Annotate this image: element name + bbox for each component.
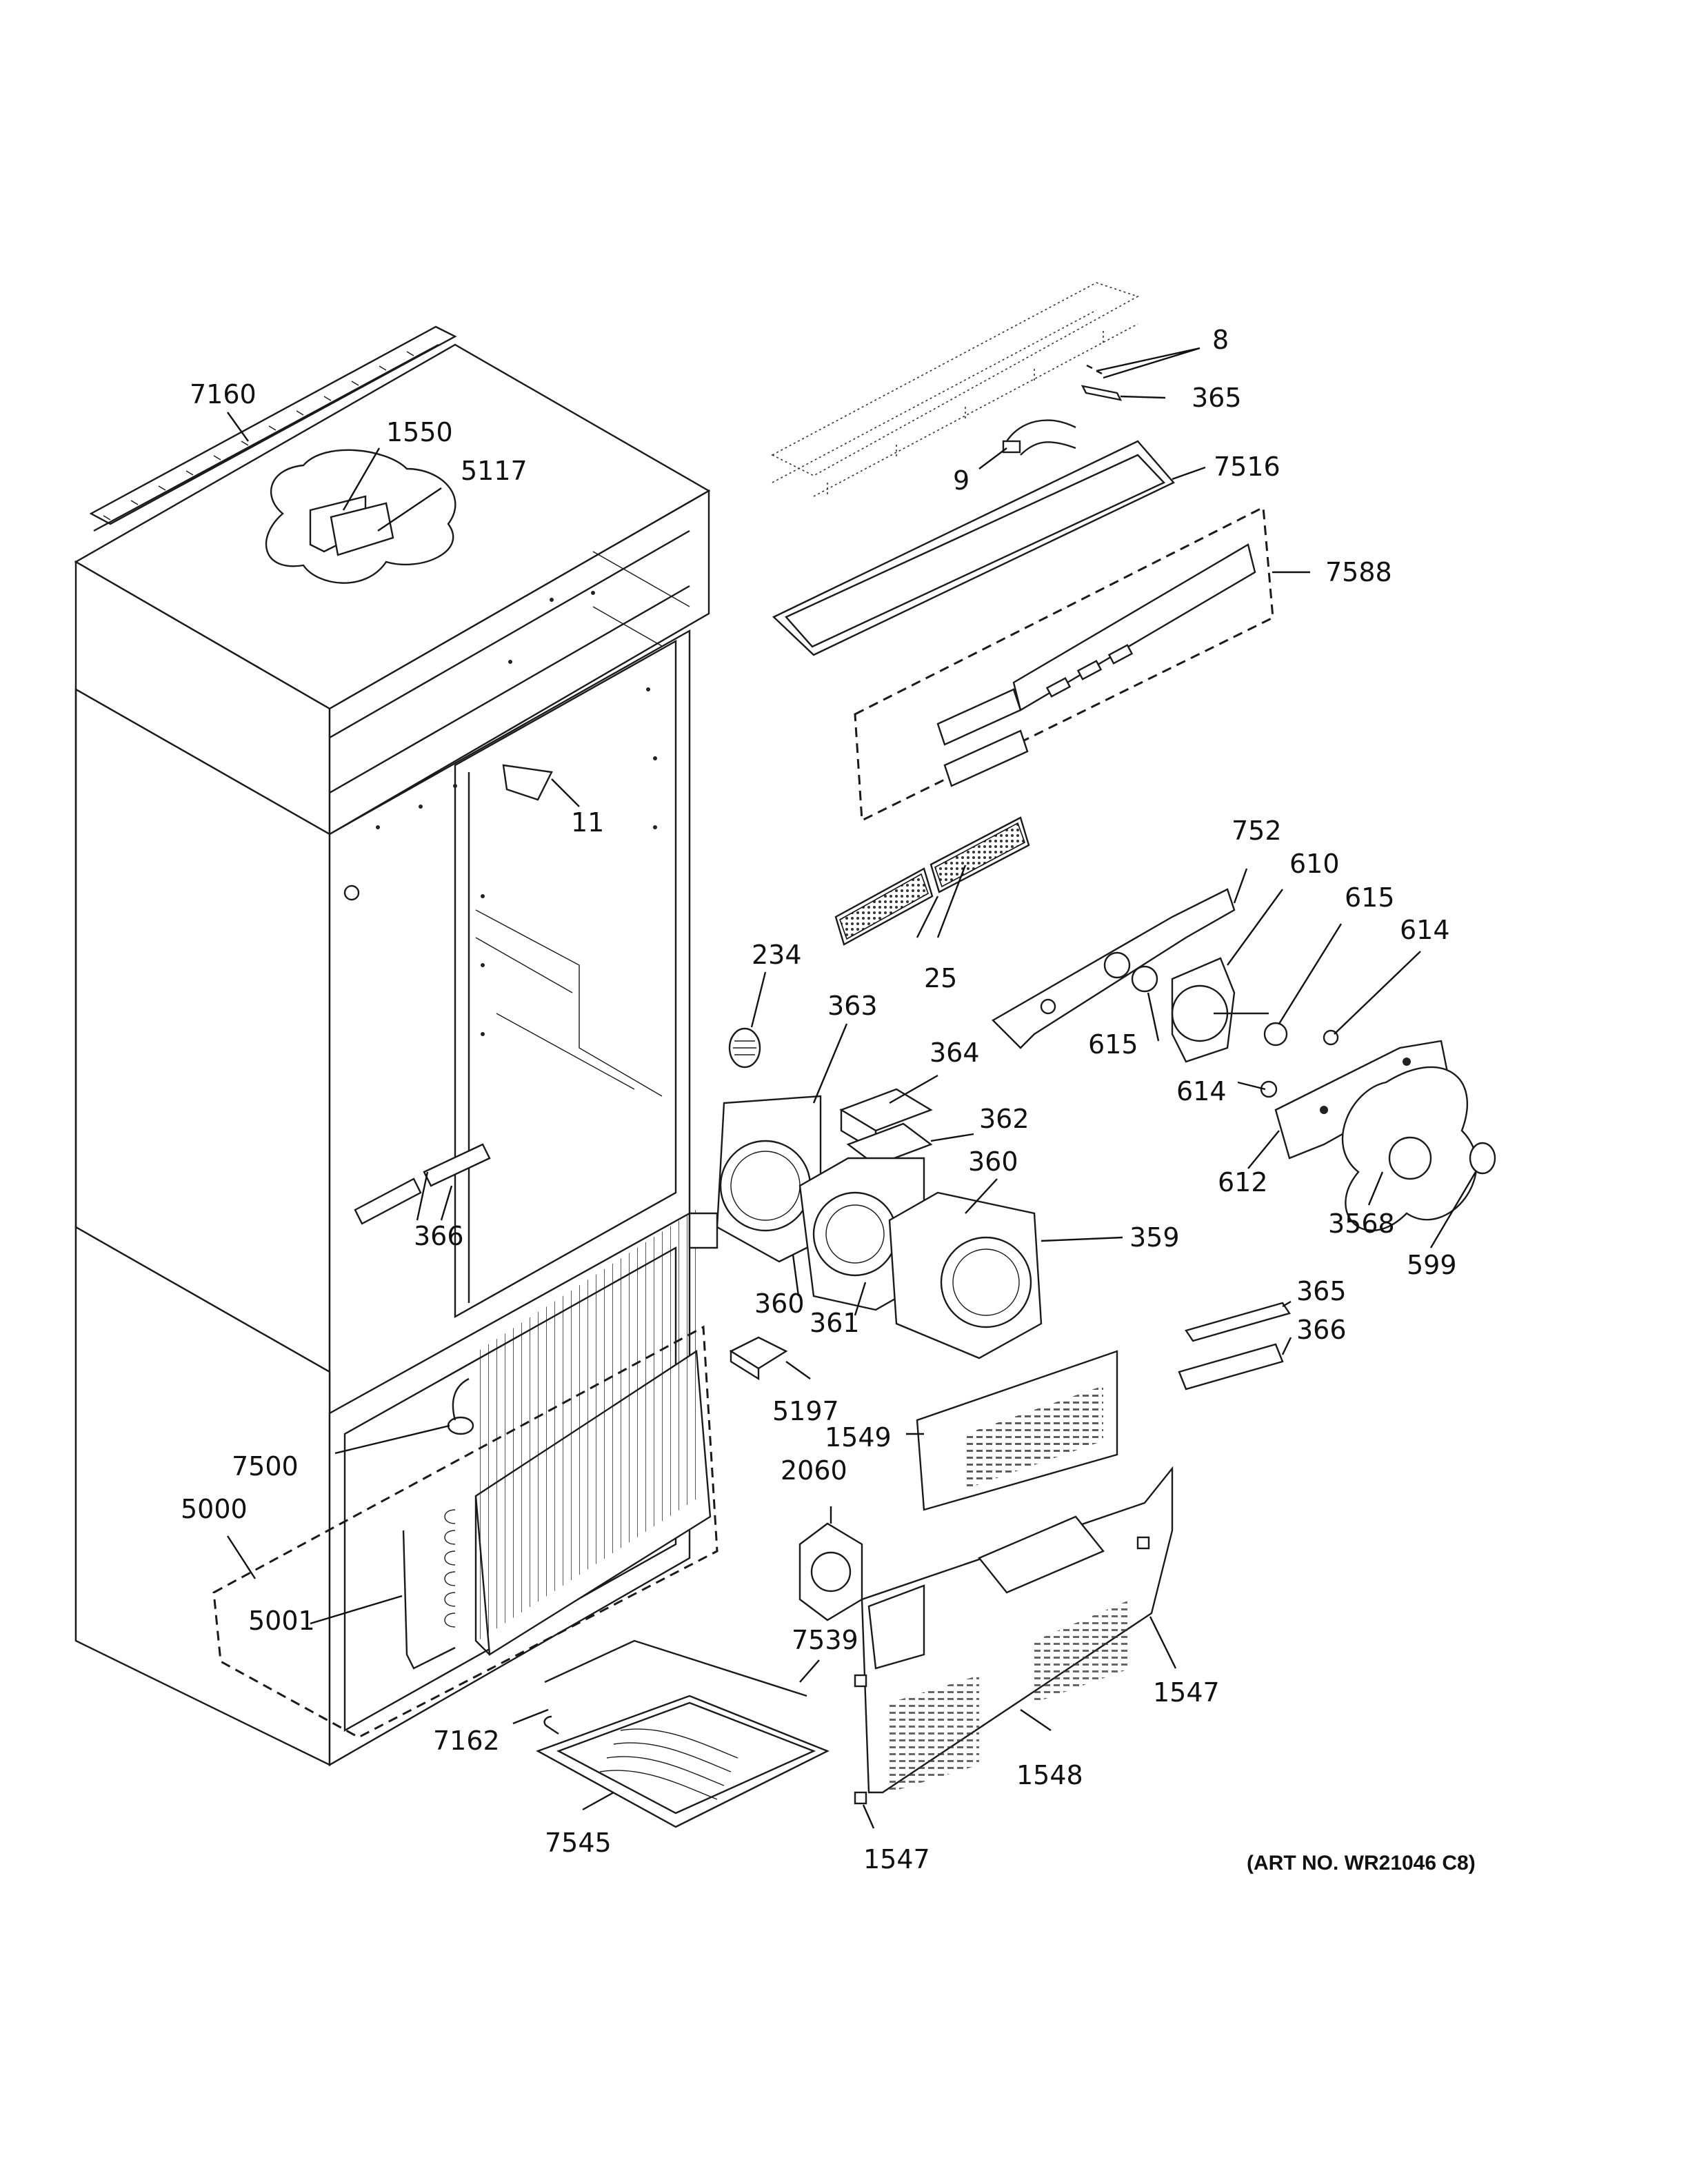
part-label-5001: 5001 <box>248 1606 315 1636</box>
part-label-360: 360 <box>968 1146 1018 1177</box>
part-label-7160: 7160 <box>190 379 257 410</box>
part-label-365: 365 <box>1192 383 1242 413</box>
part-label-11: 11 <box>571 807 604 838</box>
part-label-365: 365 <box>1296 1276 1347 1306</box>
part-label-362: 362 <box>979 1104 1029 1134</box>
part-label-7500: 7500 <box>232 1451 299 1482</box>
part-label-359: 359 <box>1129 1222 1180 1253</box>
part-label-234: 234 <box>752 940 802 970</box>
part-labels: 7160 1550 5117 8 365 9 7516 7588 11 752 … <box>181 325 1476 1874</box>
art-number: (ART NO. WR21046 C8) <box>1247 1852 1476 1874</box>
part-label-2060: 2060 <box>781 1455 847 1486</box>
part-label-25: 25 <box>924 963 957 993</box>
part-label-614: 614 <box>1400 915 1450 945</box>
part-label-361: 361 <box>810 1308 860 1338</box>
part-label-363: 363 <box>827 991 878 1021</box>
part-label-8: 8 <box>1212 325 1229 355</box>
part-label-615: 615 <box>1345 882 1395 913</box>
part-label-1547: 1547 <box>1153 1677 1220 1708</box>
part-label-7545: 7545 <box>545 1828 612 1858</box>
part-label-9: 9 <box>953 465 969 496</box>
part-label-7588: 7588 <box>1325 557 1392 587</box>
part-label-599: 599 <box>1407 1250 1457 1280</box>
part-label-614: 614 <box>1176 1076 1227 1106</box>
part-label-7162: 7162 <box>433 1726 500 1756</box>
part-label-752: 752 <box>1232 816 1282 846</box>
part-label-7516: 7516 <box>1214 452 1280 482</box>
part-label-1549: 1549 <box>825 1422 892 1453</box>
part-label-366: 366 <box>1296 1315 1347 1345</box>
lower-panels-and-drain-pan <box>536 1350 1174 1828</box>
part-label-5197: 5197 <box>772 1396 839 1426</box>
part-label-615: 615 <box>1088 1029 1138 1060</box>
upper-rail-assembly <box>771 282 1274 822</box>
part-label-364: 364 <box>930 1038 980 1068</box>
part-label-612: 612 <box>1218 1167 1268 1197</box>
part-label-1547: 1547 <box>863 1844 930 1874</box>
part-label-360: 360 <box>754 1288 805 1319</box>
leader-lines <box>226 347 1477 1829</box>
refrigerator-cabinet <box>74 325 719 1767</box>
part-label-7539: 7539 <box>792 1625 858 1655</box>
part-label-5000: 5000 <box>181 1494 248 1524</box>
part-label-610: 610 <box>1289 849 1340 879</box>
part-label-1550: 1550 <box>386 417 453 447</box>
part-label-5117: 5117 <box>461 456 528 486</box>
part-label-366: 366 <box>414 1221 464 1251</box>
part-label-1548: 1548 <box>1016 1760 1083 1790</box>
part-label-3568: 3568 <box>1328 1209 1395 1239</box>
